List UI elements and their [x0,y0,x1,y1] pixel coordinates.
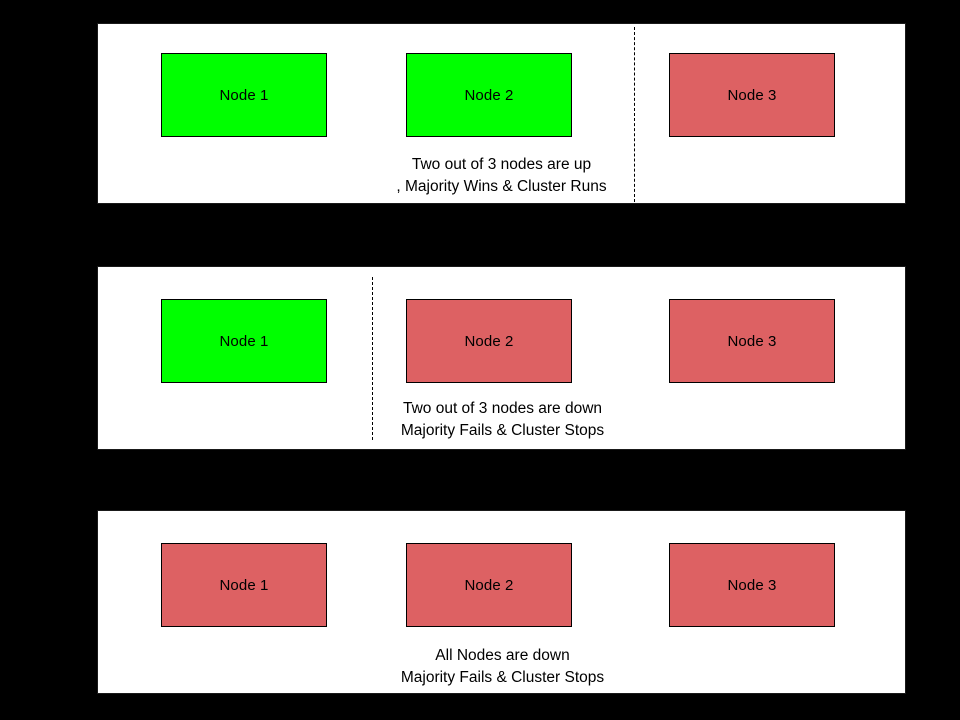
node-label: Node 3 [727,332,777,350]
scenario-panel-1: Node 1 Node 2 Node 3 Two out of 3 nodes … [97,23,906,204]
caption-panel1: Two out of 3 nodes are up , Majority Win… [97,154,906,198]
caption-panel2: Two out of 3 nodes are down Majority Fai… [98,398,907,442]
node-box-panel2-node3[interactable]: Node 3 [669,299,835,383]
node-box-panel3-node3[interactable]: Node 3 [669,543,835,627]
caption-line-2: Majority Fails & Cluster Stops [400,422,605,439]
node-label: Node 2 [464,576,514,594]
caption-line-1: All Nodes are down [435,647,570,664]
node-label: Node 1 [219,576,269,594]
node-box-panel1-node1[interactable]: Node 1 [161,53,327,137]
node-label: Node 3 [727,576,777,594]
node-label: Node 2 [464,332,514,350]
partition-divider-panel2 [372,277,373,440]
node-label: Node 3 [727,86,777,104]
node-box-panel2-node1[interactable]: Node 1 [161,299,327,383]
node-label: Node 2 [464,86,514,104]
node-label: Node 1 [219,332,269,350]
node-box-panel3-node1[interactable]: Node 1 [161,543,327,627]
caption-line-1: Two out of 3 nodes are down [402,400,603,417]
node-box-panel1-node2[interactable]: Node 2 [406,53,572,137]
partition-divider-panel1 [634,27,635,202]
caption-line-2: , Majority Wins & Cluster Runs [396,178,607,195]
caption-line-2: Majority Fails & Cluster Stops [400,669,605,686]
node-box-panel1-node3[interactable]: Node 3 [669,53,835,137]
caption-panel3: All Nodes are down Majority Fails & Clus… [98,645,907,689]
node-box-panel3-node2[interactable]: Node 2 [406,543,572,627]
node-box-panel2-node2[interactable]: Node 2 [406,299,572,383]
scenario-panel-2: Node 1 Node 2 Node 3 Two out of 3 nodes … [97,266,906,450]
caption-line-1: Two out of 3 nodes are up [411,156,592,173]
node-label: Node 1 [219,86,269,104]
scenario-panel-3: Node 1 Node 2 Node 3 All Nodes are down … [97,510,906,694]
